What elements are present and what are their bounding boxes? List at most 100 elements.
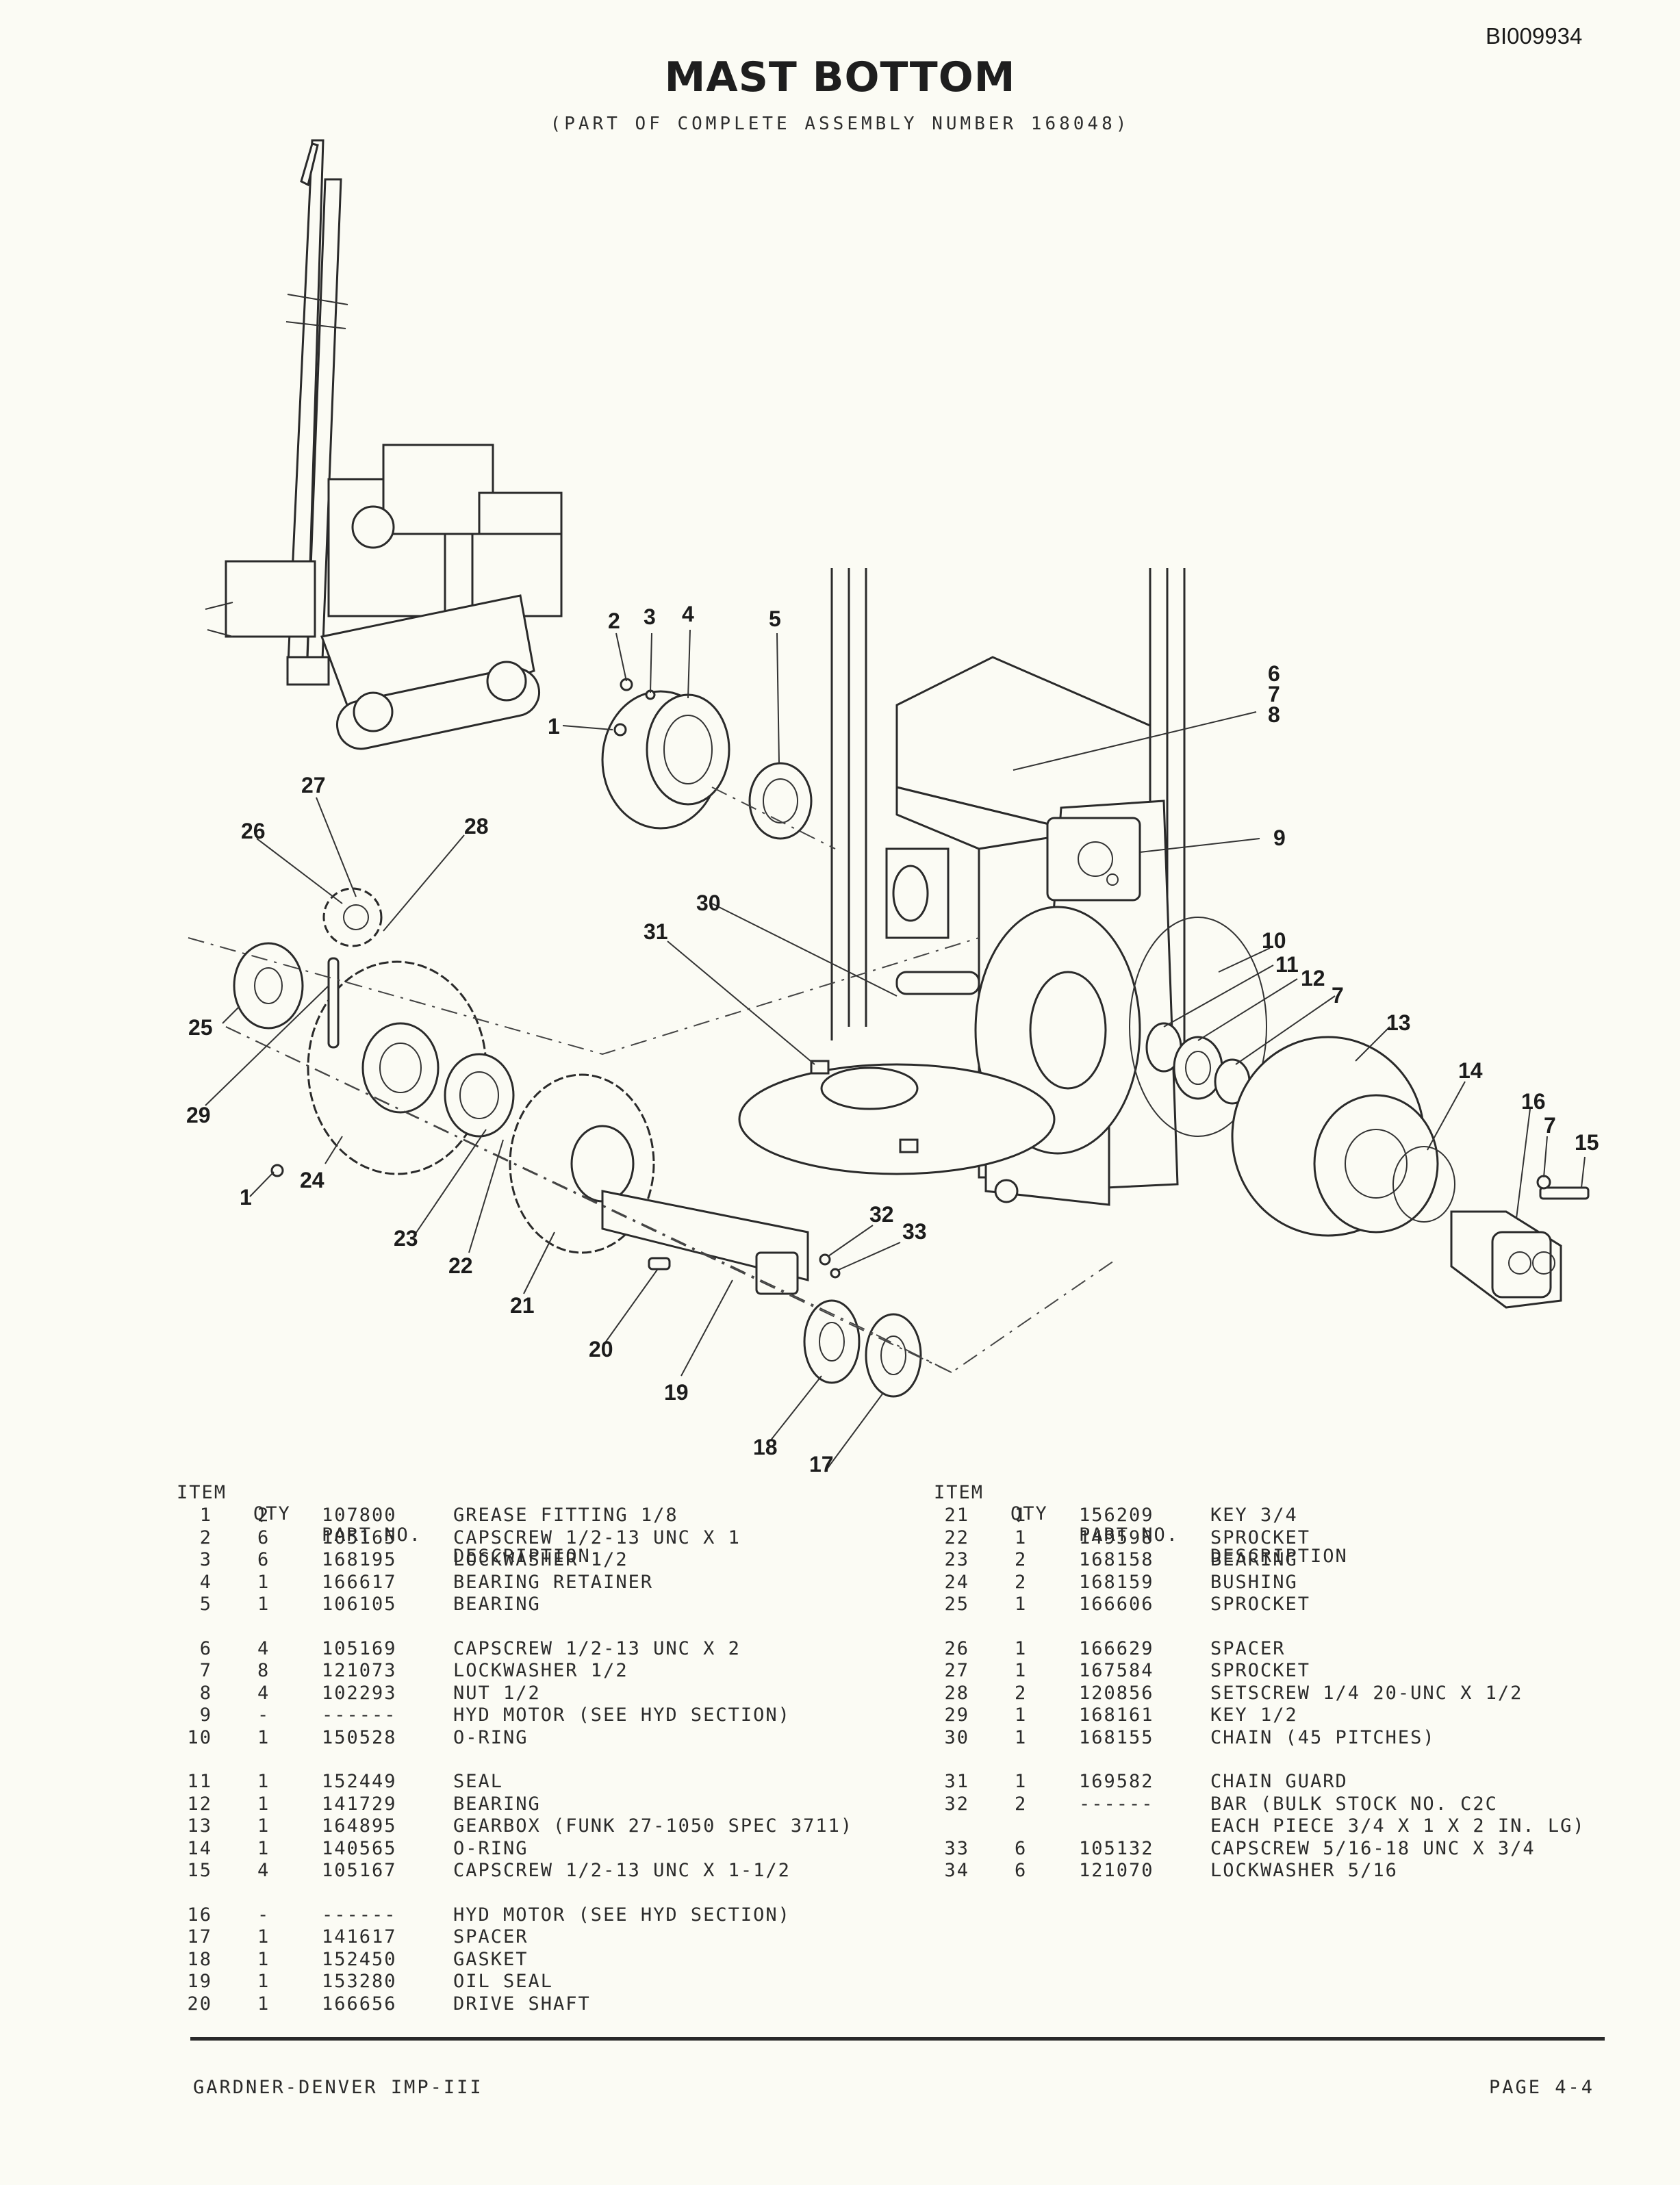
parts-table: ITEM QTY PART NO. DESCRIPTION ITEM QTY P… <box>177 1461 1614 2022</box>
callout-label: 1 <box>240 1185 252 1210</box>
part-description: DRIVE SHAFT <box>453 1993 591 2015</box>
part-description: O-RING <box>453 1726 529 1748</box>
part-number: 166629 <box>1079 1637 1154 1659</box>
chain-path <box>188 937 1117 1374</box>
callout-label: 7 <box>1268 682 1280 706</box>
item-number: 34 <box>944 1860 969 1881</box>
part-description: GEARBOX (FUNK 27-1050 SPEC 3711) <box>453 1815 854 1837</box>
part-description: CAPSCREW 1/2-13 UNC X 1 <box>453 1526 741 1548</box>
table-header: ITEM QTY PART NO. DESCRIPTION <box>934 1461 1347 1567</box>
part-number: 153280 <box>322 1971 397 1992</box>
quantity: 1 <box>257 1771 270 1792</box>
part-number: 150528 <box>322 1726 397 1748</box>
part-description: HYD MOTOR (SEE HYD SECTION) <box>453 1904 791 1926</box>
callout-label: 14 <box>1458 1058 1483 1083</box>
callout-label: 23 <box>394 1226 418 1251</box>
part-description: HYD MOTOR (SEE HYD SECTION) <box>453 1704 791 1726</box>
quantity: 1 <box>257 1815 270 1837</box>
part-number: 105165 <box>322 1526 397 1548</box>
part-number: 166606 <box>1079 1594 1154 1615</box>
item-number: 6 <box>199 1637 212 1659</box>
mast-frame <box>738 568 1186 1206</box>
callout-label: 30 <box>696 891 721 915</box>
part-description: LOCKWASHER 5/16 <box>1210 1860 1398 1881</box>
part-number: ------ <box>322 1904 397 1926</box>
quantity: 1 <box>257 1571 270 1593</box>
item-number: 31 <box>944 1771 969 1792</box>
quantity: - <box>257 1704 270 1726</box>
header-item: ITEM <box>177 1482 227 1503</box>
quantity: 2 <box>1015 1793 1028 1815</box>
footer-rule <box>190 2037 1605 2041</box>
quantity: 1 <box>257 1993 270 2015</box>
callout-label: 9 <box>1273 826 1286 850</box>
header-part-no: PART NO. <box>1079 1524 1180 1546</box>
item-number: 17 <box>187 1926 212 1947</box>
callout-label: 29 <box>186 1103 211 1127</box>
item-number: 9 <box>199 1704 212 1726</box>
part-number: 168161 <box>1079 1704 1154 1726</box>
part-number: 164895 <box>322 1815 397 1837</box>
callout-labels: 1 2 3 4 5 6 7 8 9 10 11 12 7 13 14 16 15… <box>186 602 1599 1477</box>
quantity: 1 <box>1015 1526 1028 1548</box>
item-number: 30 <box>944 1726 969 1748</box>
callout-label: 16 <box>1521 1089 1546 1114</box>
part-description: OIL SEAL <box>453 1971 554 1992</box>
callout-label: 26 <box>241 819 266 843</box>
item-number: 2 <box>199 1526 212 1548</box>
callout-label: 1 <box>548 714 560 739</box>
callout-label: 15 <box>1575 1130 1599 1155</box>
item-number: 12 <box>187 1793 212 1815</box>
part-description: BEARING <box>1210 1549 1298 1570</box>
part-number: 106105 <box>322 1594 397 1615</box>
part-description: SPROCKET <box>1210 1526 1311 1548</box>
callout-label: 5 <box>769 606 781 631</box>
callout-label: 31 <box>644 919 668 944</box>
part-number: 140565 <box>322 1837 397 1859</box>
part-number: 107800 <box>322 1505 397 1526</box>
part-number: 156209 <box>1079 1505 1154 1526</box>
item-number: 33 <box>944 1837 969 1859</box>
callout-label: 3 <box>644 604 656 629</box>
quantity: 2 <box>1015 1682 1028 1704</box>
table-header: ITEM QTY PART NO. DESCRIPTION <box>177 1461 589 1567</box>
part-number: 121073 <box>322 1660 397 1681</box>
callout-label: 33 <box>902 1219 927 1244</box>
quantity: 1 <box>1015 1505 1028 1526</box>
part-description: SETSCREW 1/4 20-UNC X 1/2 <box>1210 1682 1523 1704</box>
part-number: 105167 <box>322 1860 397 1881</box>
callout-label: 18 <box>753 1435 778 1459</box>
item-number: 10 <box>187 1726 212 1748</box>
part-description: EACH PIECE 3/4 X 1 X 2 IN. LG) <box>1210 1815 1586 1837</box>
item-number: 24 <box>944 1571 969 1593</box>
callout-label: 4 <box>682 602 694 626</box>
part-description: BEARING <box>453 1793 541 1815</box>
quantity: 6 <box>257 1549 270 1570</box>
header-qty: QTY <box>1010 1503 1048 1524</box>
quantity: 8 <box>257 1660 270 1681</box>
item-number: 18 <box>187 1948 212 1970</box>
gearbox-group <box>1129 917 1590 1309</box>
item-number: 1 <box>199 1505 212 1526</box>
header-qty: QTY <box>253 1503 291 1524</box>
part-description: CHAIN GUARD <box>1210 1771 1348 1792</box>
part-number: 168155 <box>1079 1726 1154 1748</box>
part-description: CAPSCREW 1/2-13 UNC X 1-1/2 <box>453 1860 791 1881</box>
part-description: CAPSCREW 1/2-13 UNC X 2 <box>453 1637 741 1659</box>
item-number: 4 <box>199 1571 212 1593</box>
page-title: MAST BOTTOM <box>664 53 1016 101</box>
quantity: 6 <box>1015 1837 1028 1859</box>
quantity: 1 <box>257 1793 270 1815</box>
callout-label: 22 <box>448 1253 473 1278</box>
page-subtitle: (PART OF COMPLETE ASSEMBLY NUMBER 168048… <box>550 114 1130 134</box>
callout-label: 8 <box>1268 702 1280 727</box>
callout-label: 32 <box>869 1202 894 1227</box>
quantity: 1 <box>1015 1771 1028 1792</box>
part-number: 149598 <box>1079 1526 1154 1548</box>
item-number: 20 <box>187 1993 212 2015</box>
quantity: 1 <box>1015 1660 1028 1681</box>
part-number: 120856 <box>1079 1682 1154 1704</box>
callout-label: 10 <box>1262 928 1286 953</box>
quantity: 4 <box>257 1860 270 1881</box>
